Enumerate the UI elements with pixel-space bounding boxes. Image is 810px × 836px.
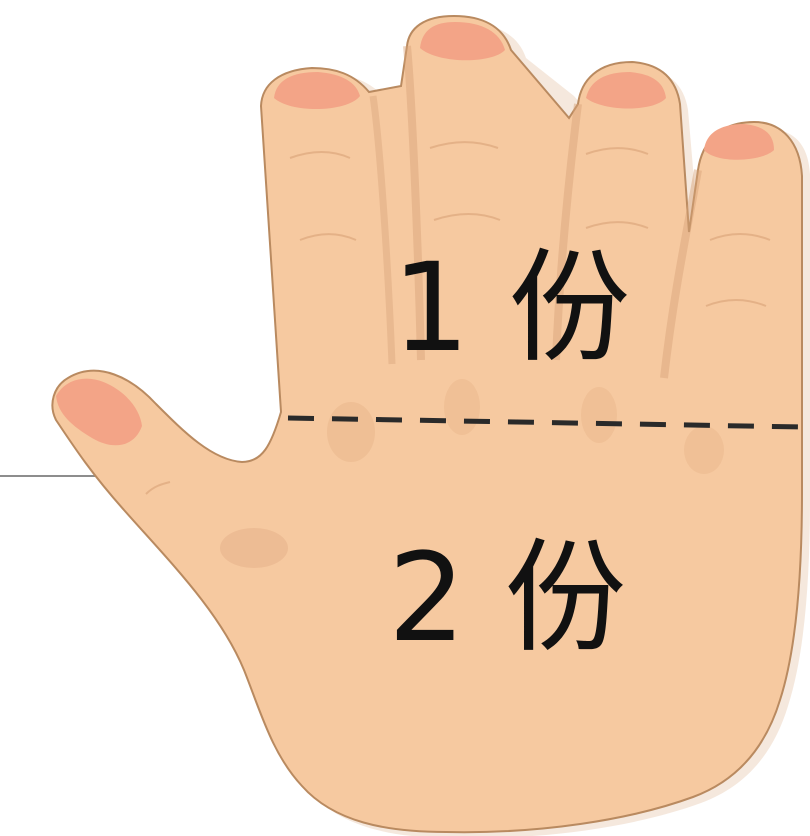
- palm-label: 2 份: [388, 527, 626, 669]
- fingers-label: 1 份: [392, 237, 630, 379]
